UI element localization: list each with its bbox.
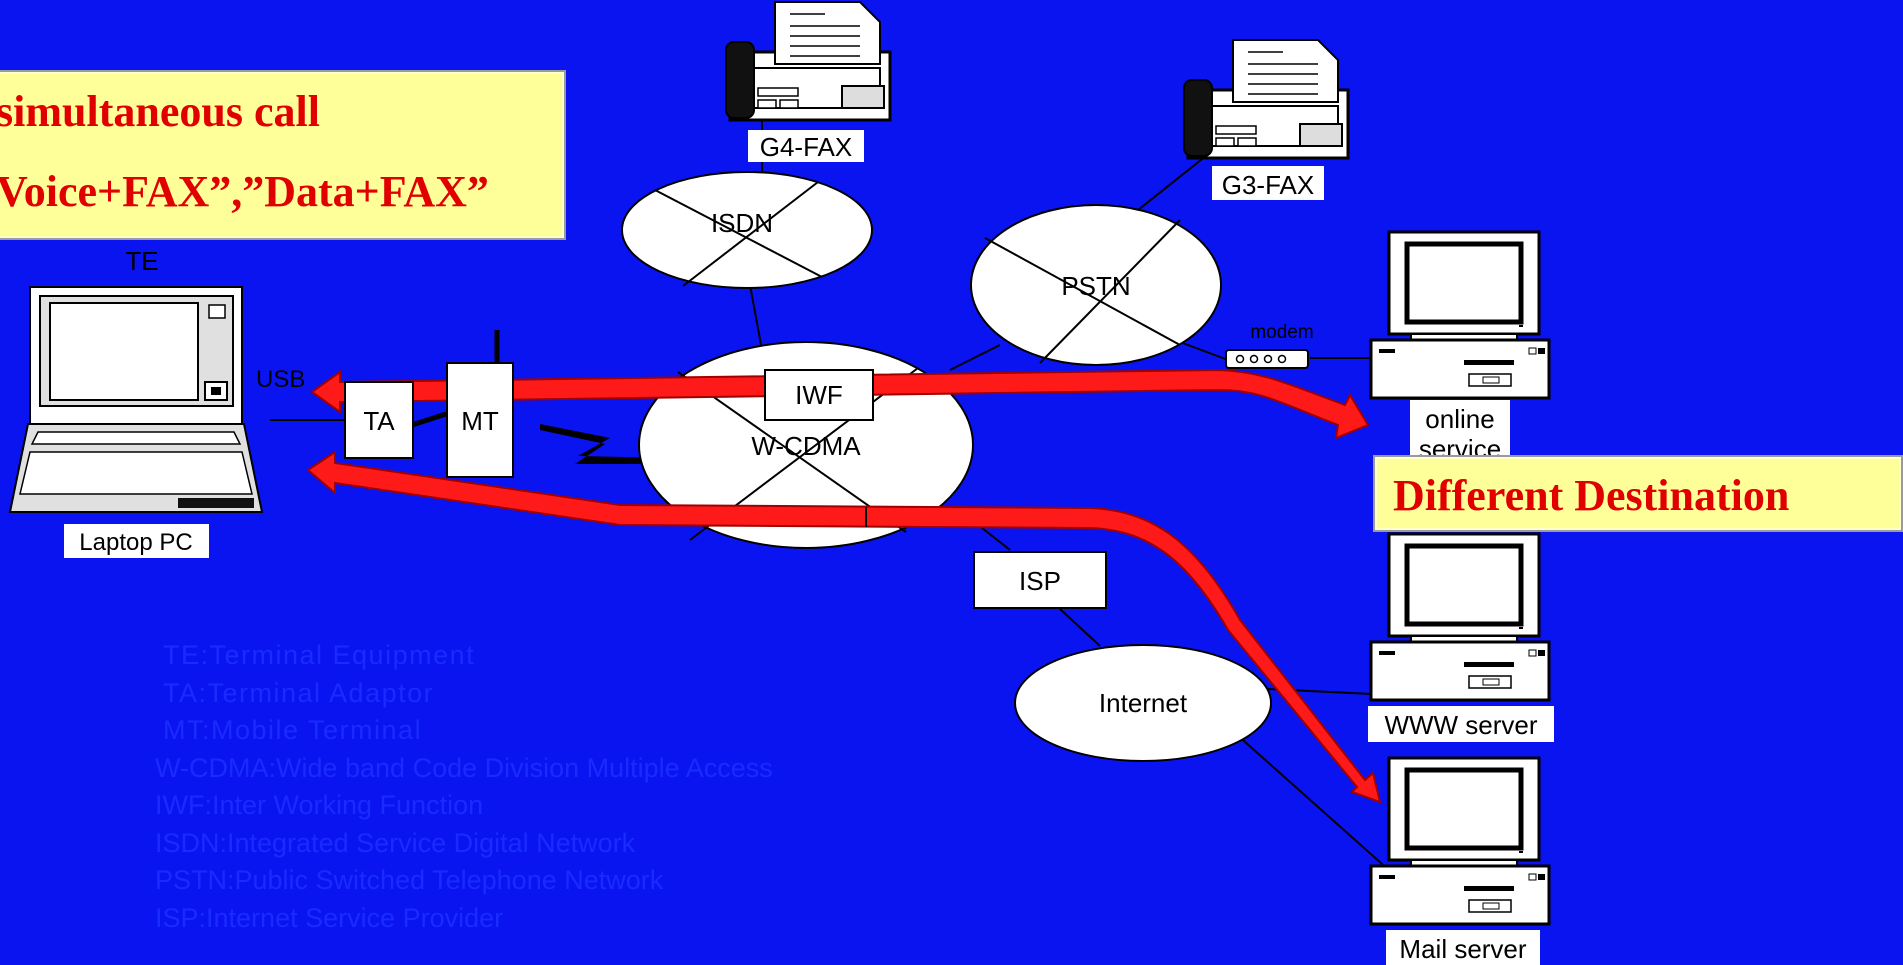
- internet-network: Internet: [1014, 644, 1272, 762]
- iwf-label: IWF: [795, 380, 843, 410]
- isdn-label: ISDN: [711, 208, 773, 238]
- laptop-label: Laptop PC: [64, 524, 209, 558]
- callout-line-1: simultaneous call: [0, 87, 320, 136]
- svg-text:WWW server: WWW server: [1384, 710, 1537, 740]
- callout-line-2: Voice+FAX”,”Data+FAX”: [0, 167, 489, 216]
- glossary-item: ISP:Internet Service Provider: [155, 902, 504, 933]
- svg-text:Mail server: Mail server: [1399, 934, 1526, 964]
- glossary-item: PSTN:Public Switched Telephone Network: [155, 865, 664, 895]
- isp-box: ISP: [973, 551, 1107, 609]
- www-server-label: WWW server: [1368, 706, 1554, 742]
- glossary: TE:Terminal Equipment TA:Terminal Adapto…: [155, 637, 773, 937]
- link-internet-www: [1247, 687, 1373, 695]
- glossary-item: TA:Terminal Adaptor: [163, 677, 435, 708]
- mt-box: MT: [446, 362, 514, 478]
- link-internet-mail: [1234, 732, 1401, 881]
- modem-label: modem: [1250, 322, 1313, 343]
- svg-text:G4-FAX: G4-FAX: [760, 132, 852, 162]
- glossary-item: ISDN:Integrated Service Digital Network: [155, 827, 636, 858]
- data-fax-arrow: [306, 450, 1382, 804]
- te-label: TE: [125, 246, 158, 276]
- link-isdn-wcdma: [749, 284, 763, 351]
- voice-fax-arrow: [310, 368, 1370, 440]
- glossary-item: MT:Mobile Terminal: [163, 715, 423, 745]
- g3-fax-label: G3-FAX: [1212, 166, 1324, 200]
- svg-text:Laptop PC: Laptop PC: [79, 529, 192, 556]
- pstn-network: PSTN: [970, 204, 1222, 366]
- link-pstn-modem: [1179, 341, 1229, 361]
- pstn-label: PSTN: [1061, 271, 1130, 301]
- isdn-network: ISDN: [621, 171, 873, 289]
- isp-label: ISP: [1019, 566, 1061, 596]
- wcdma-label: W-CDMA: [751, 431, 861, 461]
- ta-box: TA: [344, 381, 414, 459]
- online-service-pc-icon: [1371, 232, 1549, 398]
- g4-fax-label: G4-FAX: [748, 130, 864, 162]
- ta-label: TA: [363, 406, 395, 436]
- g3-fax-icon: [1182, 38, 1350, 160]
- laptop-icon: [8, 286, 264, 513]
- link-isp-internet: [1059, 608, 1101, 647]
- link-wcdma-isp: [981, 527, 1011, 551]
- iwf-box: IWF: [764, 369, 874, 421]
- svg-text:online: online: [1425, 404, 1494, 434]
- mt-label: MT: [461, 406, 499, 436]
- link-pstn-wcdma: [949, 344, 1001, 371]
- www-server-pc-icon: [1371, 534, 1549, 700]
- g4-fax-icon: [724, 0, 892, 122]
- glossary-item: IWF:Inter Working Function: [155, 790, 484, 820]
- mail-server-label: Mail server: [1386, 930, 1540, 965]
- svg-text:G3-FAX: G3-FAX: [1222, 170, 1314, 200]
- modem-icon: [1225, 349, 1309, 369]
- simultaneous-call-callout: simultaneous call Voice+FAX”,”Data+FAX”: [0, 70, 566, 240]
- different-destination-callout: Different Destination: [1373, 455, 1903, 532]
- radio-link-icon: [540, 424, 672, 464]
- glossary-item: W-CDMA:Wide band Code Division Multiple …: [155, 752, 773, 783]
- usb-label: USB: [256, 366, 305, 393]
- link-ta-mt: [411, 411, 447, 428]
- mail-server-pc-icon: [1371, 758, 1549, 924]
- glossary-item: TE:Terminal Equipment: [163, 640, 476, 670]
- internet-label: Internet: [1099, 688, 1188, 718]
